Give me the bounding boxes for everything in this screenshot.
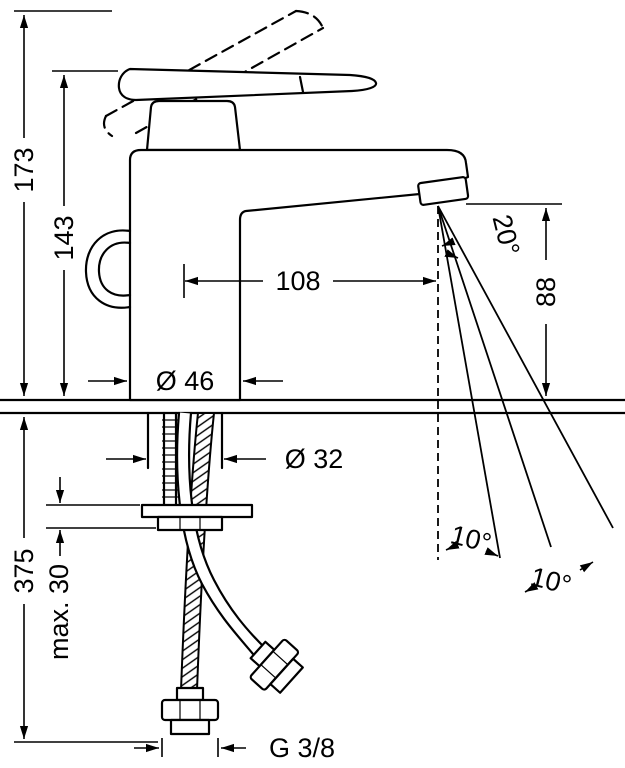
dim-label-20deg: 20° <box>487 212 526 259</box>
dim-label-10deg-b: 10° <box>528 562 575 601</box>
dim-label-143: 143 <box>49 215 79 260</box>
dim-label-g38: G 3/8 <box>269 733 335 763</box>
threaded-stud <box>162 411 178 507</box>
dim-outlet-height: 88 <box>466 203 562 396</box>
dim-label-375: 375 <box>9 548 39 593</box>
dim-label-10deg-a: 10° <box>448 520 495 559</box>
dim-label-108: 108 <box>275 266 320 296</box>
dim-label-173: 173 <box>9 147 39 192</box>
dim-label-max30: max. 30 <box>44 564 74 660</box>
dim-faucet-height: 143 <box>49 70 118 396</box>
dim-swivel-angle-left: 10° <box>445 520 499 559</box>
mounting-plate <box>140 503 254 532</box>
water-stream-lines <box>437 205 614 560</box>
dim-max-mounting-thickness: max. 30 <box>44 477 156 660</box>
dim-label-88: 88 <box>531 277 561 307</box>
aerator <box>417 176 470 206</box>
dim-spout-reach: 108 <box>183 264 436 298</box>
dim-connection-thread: G 3/8 <box>134 733 335 763</box>
supply-hose <box>176 411 265 656</box>
dim-label-d32: Ø 32 <box>285 444 344 474</box>
bottom-hose-connector <box>160 686 220 736</box>
dim-shank-diameter: Ø 32 <box>106 444 343 474</box>
faucet-body <box>128 148 470 402</box>
cartridge-housing <box>145 99 242 152</box>
dim-swivel-angle-right: 10° <box>524 561 594 601</box>
mounting-surface-lines <box>0 398 625 415</box>
dim-base-diameter: Ø 46 <box>88 366 283 396</box>
shank <box>146 411 224 470</box>
dim-label-d46: Ø 46 <box>156 366 215 396</box>
angled-hose-connector <box>249 638 304 694</box>
drain-hook <box>84 229 132 309</box>
dim-below-deck-length: 375 <box>9 417 158 743</box>
lever-handle <box>117 67 378 102</box>
dim-total-height: 173 <box>9 10 112 396</box>
